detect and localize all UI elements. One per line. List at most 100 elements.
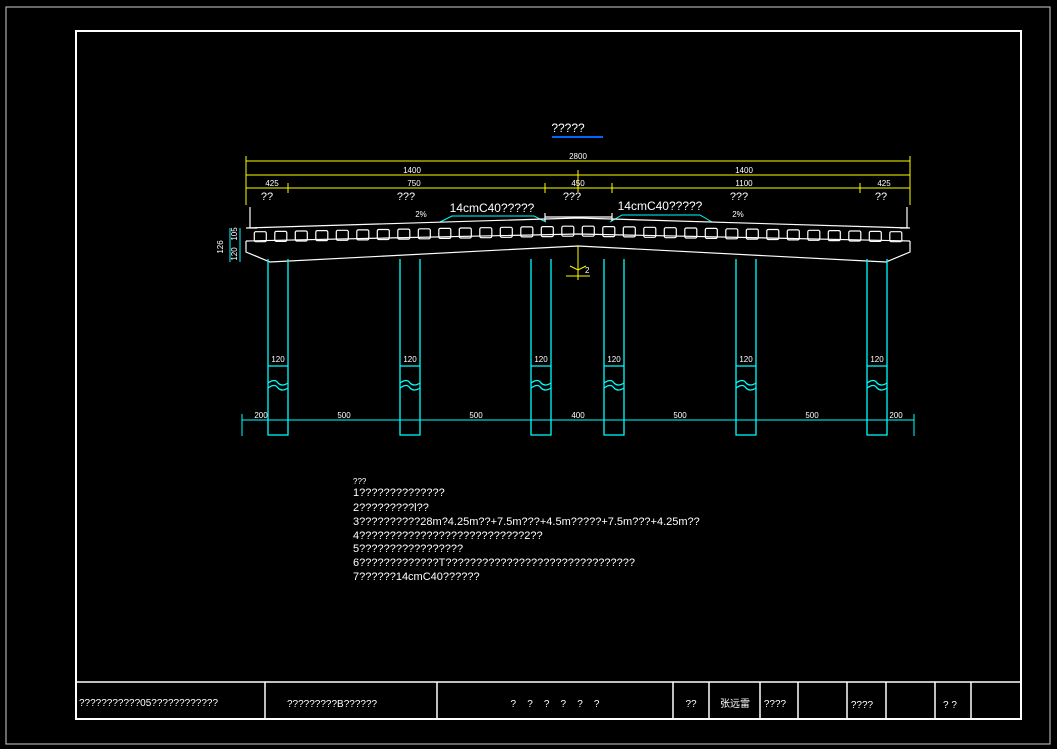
title-block <box>76 681 1021 719</box>
slab-cell <box>356 229 370 241</box>
dim-part-2: 750 <box>407 179 421 188</box>
dim-part-3: 450 <box>571 179 585 188</box>
dim-half-right: 1400 <box>735 166 753 175</box>
pier-width-label: 120 <box>403 355 417 364</box>
slab-cell <box>561 225 575 237</box>
slab-cell <box>663 227 677 239</box>
height-slab: 120 <box>230 247 239 261</box>
slab-cell <box>786 229 800 241</box>
pavement-label-left: 14cmC40????? <box>450 201 535 215</box>
slab-cell <box>520 226 534 238</box>
tb-col6: ???? <box>764 699 787 710</box>
title-block-texts: ???????????05???????????? ?????????B????… <box>79 698 957 711</box>
center-mark-label: 2 <box>585 266 590 275</box>
pier-column: 120 <box>735 259 757 436</box>
center-mark <box>566 246 590 280</box>
tb-col4: ?? <box>685 699 697 710</box>
dim-total: 2800 <box>569 152 587 161</box>
bottom-dim-7: 200 <box>889 411 903 420</box>
notes-heading: ??? <box>353 477 367 486</box>
tb-project: ???????????05???????????? <box>79 698 218 709</box>
pier-width-label: 120 <box>271 355 285 364</box>
bottom-dim-5: 500 <box>673 411 687 420</box>
zone-labels: ?? ??? ??? ??? ?? <box>261 191 887 203</box>
dim-part-1: 425 <box>265 179 279 188</box>
slope-right: 2% <box>732 210 744 219</box>
slab-cell <box>458 227 472 239</box>
slab-cell <box>417 228 431 240</box>
piers: 120 120 120 120 120 120 <box>267 259 888 436</box>
slab-cell <box>540 226 554 238</box>
pier-column: 120 <box>530 259 552 436</box>
dim-part-5: 425 <box>877 179 891 188</box>
tb-col5: 张远雷 <box>720 698 750 710</box>
hollow-slab-cells <box>253 225 903 243</box>
zone-label-5: ?? <box>875 191 887 203</box>
top-dimensions <box>245 156 911 205</box>
slab-cell <box>335 229 349 241</box>
note-line-4: 4???????????????????????????2?? <box>353 530 543 542</box>
slab-cell <box>479 227 493 239</box>
note-line-6: 6?????????????T?????????????????????????… <box>353 557 635 569</box>
slab-cell <box>438 227 452 239</box>
bottom-dimension-line <box>241 414 915 436</box>
bottom-dim-1: 200 <box>254 411 268 420</box>
zone-label-4: ??? <box>730 191 748 203</box>
slope-left: 2% <box>415 210 427 219</box>
pier-width-label: 120 <box>534 355 548 364</box>
slab-cell <box>807 229 821 241</box>
pavement-label-right: 14cmC40????? <box>618 199 703 213</box>
dim-half-left: 1400 <box>403 166 421 175</box>
height-deck: 105 <box>230 227 239 241</box>
slab-cell <box>397 228 411 240</box>
bottom-dimension-texts: 200 500 500 400 500 500 200 <box>254 411 903 420</box>
slab-cell <box>294 230 308 242</box>
bottom-dim-3: 500 <box>469 411 483 420</box>
notes: ??? 1?????????????? 2?????????l?? 3?????… <box>353 477 700 583</box>
slab-cell <box>848 230 862 242</box>
slab-cell <box>745 228 759 240</box>
pier-column: 120 <box>399 259 421 436</box>
pier-column: 120 <box>603 259 625 436</box>
bottom-dim-2: 500 <box>337 411 351 420</box>
bottom-dim-4: 400 <box>571 411 585 420</box>
outer-border <box>5 6 1051 745</box>
slab-cell <box>622 226 636 238</box>
zone-label-2: ??? <box>397 191 415 203</box>
slab-cell <box>868 230 882 242</box>
bottom-dim-6: 500 <box>805 411 819 420</box>
tb-col3: ? ? ? ? ? ? <box>511 699 600 710</box>
note-line-5: 5????????????????? <box>353 543 463 555</box>
slab-cell <box>602 226 616 238</box>
drawing-frame <box>75 30 1022 720</box>
slab-cell <box>315 230 329 242</box>
pier-width-label: 120 <box>607 355 621 364</box>
pier-column: 120 <box>267 259 289 436</box>
dim-part-4: 1100 <box>735 179 753 188</box>
slab-cell <box>889 231 903 243</box>
left-height-dims <box>229 228 241 262</box>
slab-cell <box>766 228 780 241</box>
zone-label-3: ??? <box>563 191 581 203</box>
slab-cell <box>725 228 739 240</box>
drawing-title: ????? <box>551 121 585 135</box>
slab-cell <box>684 227 698 239</box>
tb-col10: ? ? <box>943 700 957 711</box>
pier-width-label: 120 <box>739 355 753 364</box>
note-line-1: 1?????????????? <box>353 487 445 499</box>
top-dimension-texts: 2800 1400 1400 425 750 450 1100 425 <box>265 152 891 188</box>
tb-drawing-name: ?????????B?????? <box>287 699 378 710</box>
slab-cell <box>704 227 718 239</box>
pier-width-label: 120 <box>870 355 884 364</box>
left-height-texts: 126 120 105 <box>216 227 239 261</box>
note-line-2: 2?????????l?? <box>353 502 429 514</box>
slab-cell <box>643 226 657 238</box>
slab-cell <box>827 230 841 242</box>
tb-col8: ???? <box>851 700 874 711</box>
zone-label-1: ?? <box>261 191 273 203</box>
slab-cell <box>581 225 595 237</box>
height-total: 126 <box>216 240 225 254</box>
note-line-7: 7??????14cmC40?????? <box>353 571 480 583</box>
